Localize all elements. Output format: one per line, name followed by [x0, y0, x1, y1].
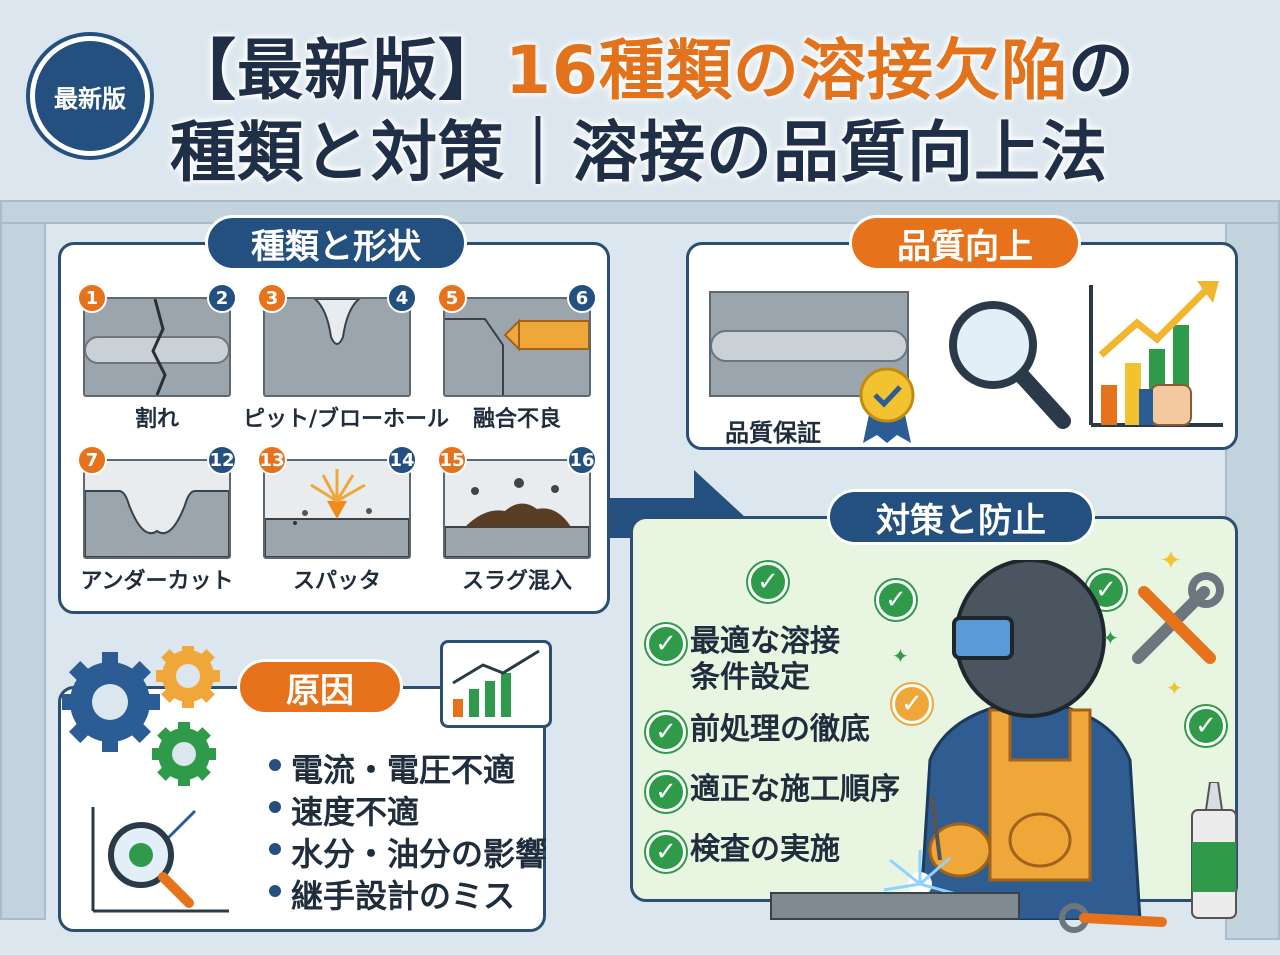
title-line-1: 【最新版】16種類の溶接欠陥の	[170, 30, 1230, 112]
check-icon: ✓	[646, 772, 686, 812]
measures-panel-title: 対策と防止	[827, 489, 1095, 545]
sparkle-icon: ✦	[1160, 546, 1182, 576]
defect-number-4: 4	[387, 283, 417, 313]
title-bracket-label: 【最新版】	[170, 32, 505, 109]
background-pillar	[0, 220, 46, 920]
page-title: 【最新版】16種類の溶接欠陥の 種類と対策｜溶接の品質向上法	[170, 30, 1230, 194]
lack-of-fusion-illustration	[443, 297, 591, 397]
defect-number-13: 13	[257, 445, 287, 475]
sparkle-icon: ✦	[892, 644, 909, 668]
title-particle: の	[1067, 32, 1135, 109]
gear-icon	[60, 644, 272, 800]
check-icon: ✓	[1186, 706, 1226, 746]
pit-illustration	[263, 297, 411, 397]
defect-label-lack-of-fusion: 融合不良	[472, 407, 561, 432]
defect-number-3: 3	[257, 283, 287, 313]
quality-caption: 品質保証	[725, 419, 821, 447]
bottle-icon	[1184, 781, 1244, 926]
sparkle-icon: ✦	[1102, 626, 1119, 650]
defect-label-slag-inclusion: スラグ混入	[461, 569, 572, 594]
defect-number-1: 1	[77, 283, 107, 313]
title-count: 16種類の	[505, 32, 800, 109]
defect-number-6: 6	[567, 283, 597, 313]
quality-panel: 品質向上 品質保証	[686, 215, 1238, 450]
defect-number-12: 12	[207, 445, 237, 475]
defect-number-14: 14	[387, 445, 417, 475]
defect-label-pit-blowhole: ピット/ブローホール	[243, 407, 450, 432]
measure-item-label: 検査の実施	[690, 832, 840, 867]
types-panel-title: 種類と形状	[205, 215, 467, 271]
check-icon: ✓	[892, 684, 932, 724]
award-ribbon-icon	[857, 365, 917, 449]
cause-item: 速度不適	[268, 787, 419, 833]
defect-number-15: 15	[437, 445, 467, 475]
welder-illustration	[880, 558, 1180, 924]
crack-illustration	[83, 297, 231, 397]
defect-label-crack: 割れ	[134, 407, 179, 432]
spatter-illustration	[263, 459, 411, 559]
badge-label: 最新版	[54, 84, 126, 113]
title-keyword: 溶接欠陥	[799, 32, 1068, 109]
check-icon: ✓	[876, 580, 916, 620]
defect-label-spatter: スパッタ	[292, 569, 381, 594]
cause-panel-title: 原因	[237, 659, 403, 715]
check-icon: ✓	[748, 562, 788, 602]
defect-number-2: 2	[207, 283, 237, 313]
defect-number-5: 5	[437, 283, 467, 313]
title-line-2: 種類と対策｜溶接の品質向上法	[170, 114, 1108, 191]
measure-item-label: 前処理の徹底	[690, 712, 870, 747]
trend-chart-icon	[440, 640, 552, 728]
analysis-icon	[85, 801, 235, 925]
spanner-icon	[1058, 900, 1168, 944]
check-icon: ✓	[646, 832, 686, 872]
wrench-icon	[1124, 572, 1224, 676]
undercut-illustration	[83, 459, 231, 559]
quality-panel-title: 品質向上	[849, 215, 1081, 271]
defect-number-16: 16	[567, 445, 597, 475]
measure-item-label: 適正な施工順序	[690, 772, 900, 807]
check-icon: ✓	[646, 624, 686, 664]
slag-inclusion-illustration	[443, 459, 591, 559]
weld-bead-illustration	[709, 291, 909, 397]
bar-chart-icon	[1087, 275, 1227, 439]
background-beam	[0, 200, 1280, 224]
magnifier-icon	[943, 295, 1073, 435]
defect-number-7: 7	[77, 445, 107, 475]
cause-item: 水分・油分の影響	[268, 829, 547, 875]
workpiece-plate	[770, 892, 1020, 920]
types-panel: 種類と形状 1 2 割れ 3 4 ピット/ブローホール 5 6 融合不良 7 1…	[58, 215, 610, 614]
latest-edition-badge: 最新版	[30, 36, 150, 156]
cause-item: 継手設計のミス	[268, 871, 515, 917]
check-icon: ✓	[646, 712, 686, 752]
cause-item: 電流・電圧不適	[268, 745, 515, 791]
measure-item-label: 最適な溶接 条件設定	[690, 624, 840, 695]
sparkle-icon: ✦	[1166, 676, 1183, 700]
defect-label-undercut: アンダーカット	[80, 569, 234, 594]
